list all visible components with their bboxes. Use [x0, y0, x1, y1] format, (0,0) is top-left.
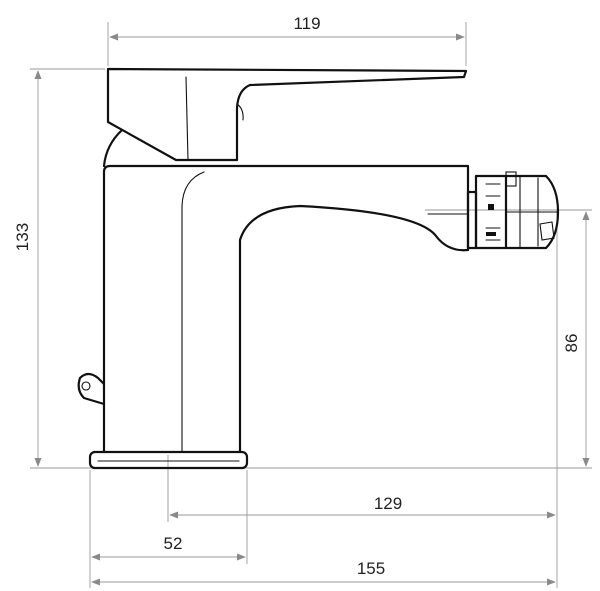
- faucet-outline: [77, 67, 560, 470]
- drain-lever-ring: [77, 372, 106, 406]
- dim-label-119: 119: [293, 14, 320, 33]
- dim-label-129: 129: [374, 494, 402, 513]
- lever-handle: [106, 67, 468, 162]
- lever-joint-line: [185, 76, 189, 161]
- body-inner-edge: [181, 171, 205, 453]
- dim-label-86: 86: [562, 334, 581, 353]
- swivel-nozzle: [466, 171, 560, 250]
- dim-label-133: 133: [13, 223, 32, 251]
- faucet-body: [102, 164, 470, 454]
- cartridge-dome: [102, 128, 124, 168]
- dim-label-52: 52: [164, 534, 183, 553]
- lever-pivot: [236, 103, 244, 121]
- dim-label-155: 155: [357, 559, 385, 578]
- base-plate: [88, 450, 249, 470]
- dimension-lines: [30, 22, 592, 588]
